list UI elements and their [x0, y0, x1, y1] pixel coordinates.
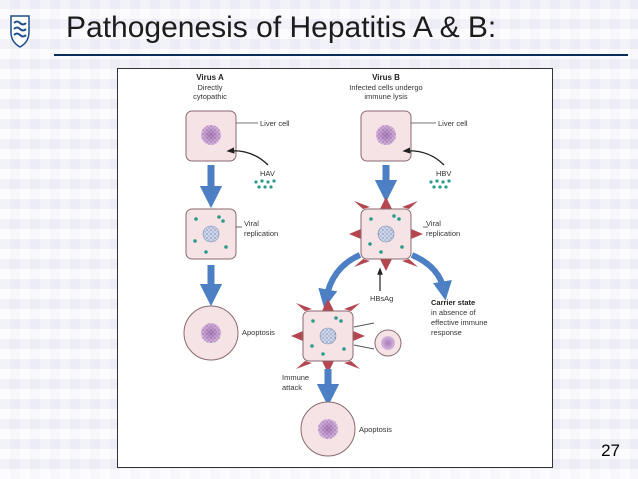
virus-b-replicating-cell: [349, 197, 423, 271]
carrier-line3: response: [431, 328, 462, 337]
page-number: 27: [601, 441, 620, 460]
virus-a-replication-line1: Viral: [244, 219, 259, 228]
virus-b-replication-line1: Viral: [426, 219, 441, 228]
virus-a-subtitle-line1: Directly: [197, 83, 222, 92]
virus-b-heading: Virus B: [372, 73, 400, 82]
university-crest-icon: [8, 14, 32, 48]
carrier-state-heading: Carrier state: [431, 298, 475, 307]
virus-b-liver-cell-label: Liver cell: [438, 119, 468, 128]
carrier-line1: in absence of: [431, 308, 477, 317]
virus-b-liver-cell: [360, 110, 412, 162]
immune-attack-line1: Immune: [282, 373, 309, 382]
pathogenesis-figure: Virus A Directly cytopathic Liver cell H…: [117, 68, 553, 468]
virus-a-liver-cell: [185, 110, 237, 162]
pathogenesis-diagram: Virus A Directly cytopathic Liver cell H…: [183, 73, 488, 457]
virus-b-apoptotic-cell: [300, 401, 356, 457]
hbv-particles: [429, 179, 451, 189]
virus-b-subtitle-line1: Infected cells undergo: [349, 83, 422, 92]
carrier-line2: effective immune: [431, 318, 488, 327]
immune-attacked-cell: [291, 299, 365, 373]
immune-attack-line2: attack: [282, 383, 302, 392]
immune-t-cell: [353, 322, 402, 357]
virus-b-arrow-to-carrier: [410, 252, 452, 301]
virus-b-subtitle-line2: immune lysis: [364, 92, 408, 101]
title-underline: [54, 54, 628, 56]
virus-b-arrow-to-immune: [318, 252, 362, 309]
virus-b-apoptosis-label: Apoptosis: [359, 425, 392, 434]
virus-a-apoptotic-cell: [183, 305, 239, 361]
hbv-label: HBV: [436, 169, 451, 178]
hbsag-label: HBsAg: [370, 294, 393, 303]
virus-a-liver-cell-label: Liver cell: [260, 119, 290, 128]
hav-entry-arrow: [226, 147, 269, 166]
slide-title: Pathogenesis of Hepatitis A & B:: [66, 11, 497, 44]
virus-a-replicating-cell: [185, 208, 237, 260]
virus-a-heading: Virus A: [196, 73, 224, 82]
hbv-entry-arrow: [402, 147, 445, 166]
hav-particles: [254, 179, 276, 189]
virus-a-apoptosis-label: Apoptosis: [242, 328, 275, 337]
virus-b-replication-line2: replication: [426, 229, 460, 238]
virus-a-replication-line2: replication: [244, 229, 278, 238]
hav-label: HAV: [260, 169, 275, 178]
virus-a-subtitle-line2: cytopathic: [193, 92, 227, 101]
